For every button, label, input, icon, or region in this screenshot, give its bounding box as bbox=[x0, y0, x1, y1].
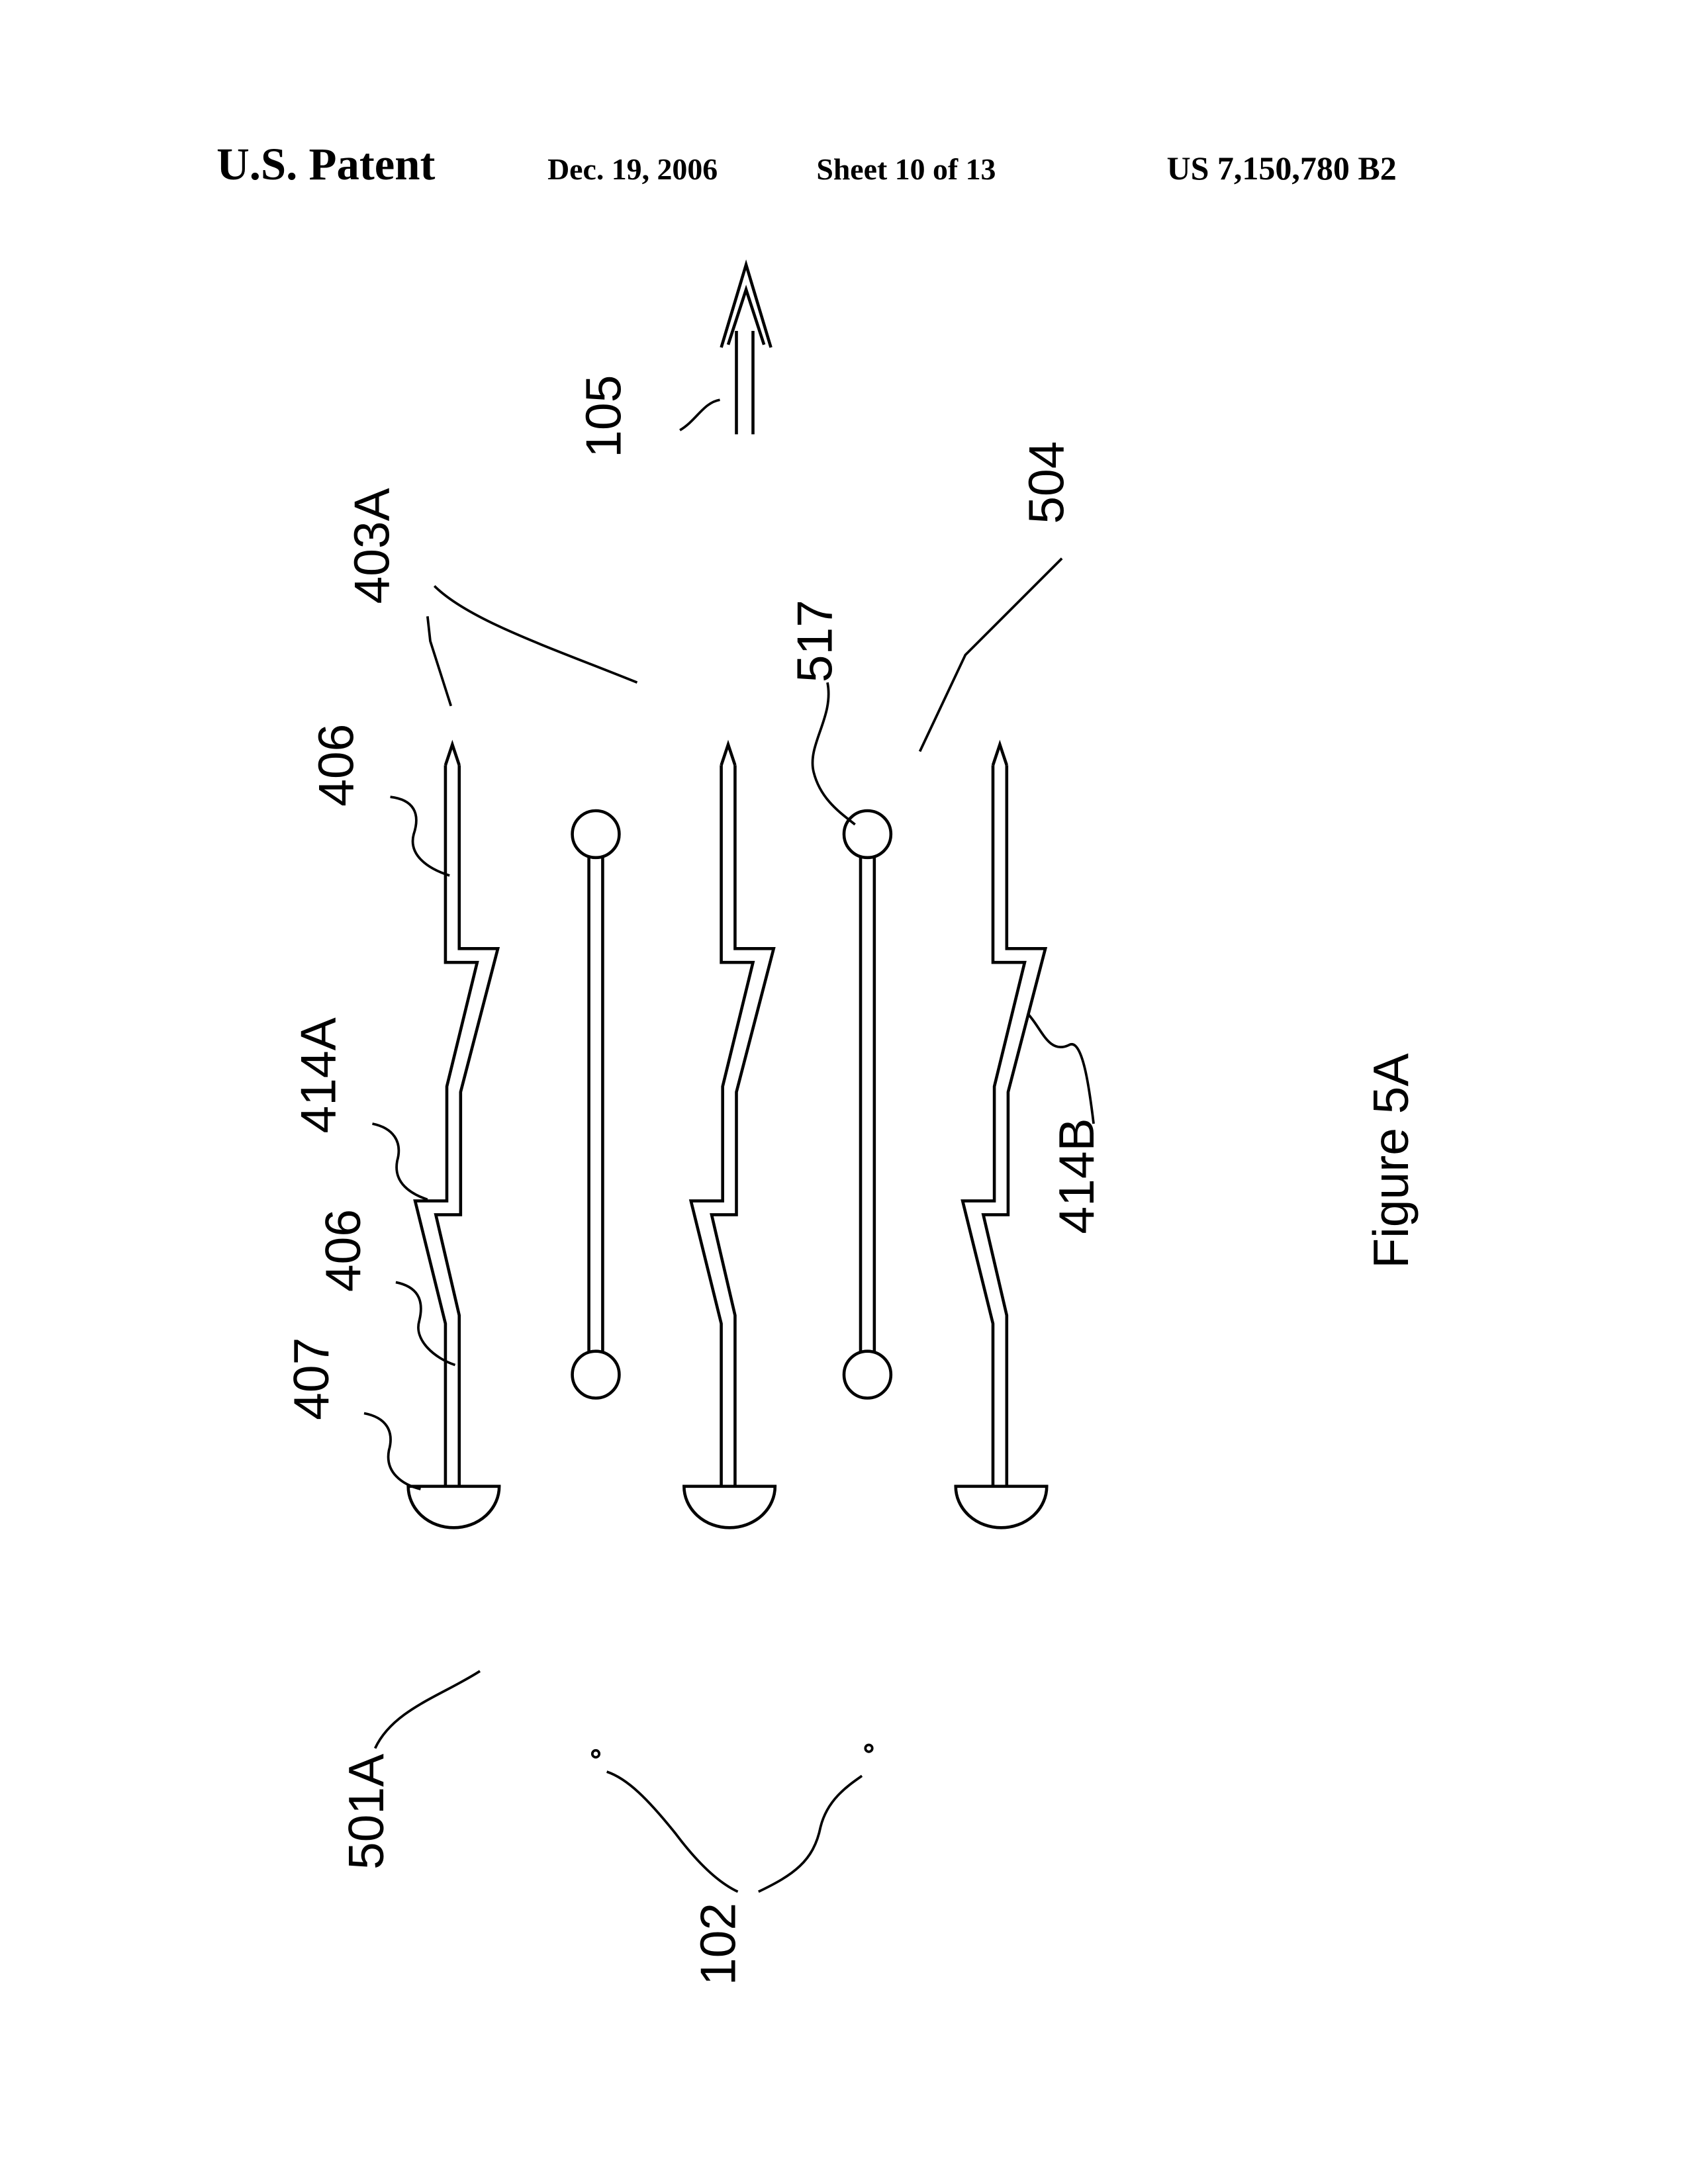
header-patent-number: US 7,150,780 B2 bbox=[1167, 150, 1397, 187]
header-title: U.S. Patent bbox=[216, 139, 435, 189]
direction-arrow bbox=[720, 259, 773, 435]
label-406-bottom: 406 bbox=[315, 1209, 371, 1292]
pin-1 bbox=[573, 811, 620, 1398]
header-sheet: Sheet 10 of 13 bbox=[816, 152, 996, 186]
header-date: Dec. 19, 2006 bbox=[547, 152, 718, 186]
blade-2 bbox=[684, 745, 775, 1527]
label-406-top: 406 bbox=[308, 724, 363, 807]
label-105: 105 bbox=[576, 375, 632, 458]
figure-caption: Figure 5A bbox=[1363, 1053, 1419, 1268]
pin-2 bbox=[844, 811, 891, 1398]
label-102: 102 bbox=[690, 1903, 745, 1985]
label-407: 407 bbox=[283, 1338, 339, 1420]
label-501a: 501A bbox=[338, 1754, 394, 1870]
label-414a: 414A bbox=[290, 1017, 346, 1133]
label-414b: 414B bbox=[1049, 1118, 1104, 1234]
blade-3 bbox=[956, 745, 1047, 1527]
label-403a: 403A bbox=[344, 488, 400, 604]
leader-lines bbox=[363, 398, 1095, 1893]
label-517: 517 bbox=[786, 600, 842, 682]
label-504: 504 bbox=[1018, 441, 1074, 524]
